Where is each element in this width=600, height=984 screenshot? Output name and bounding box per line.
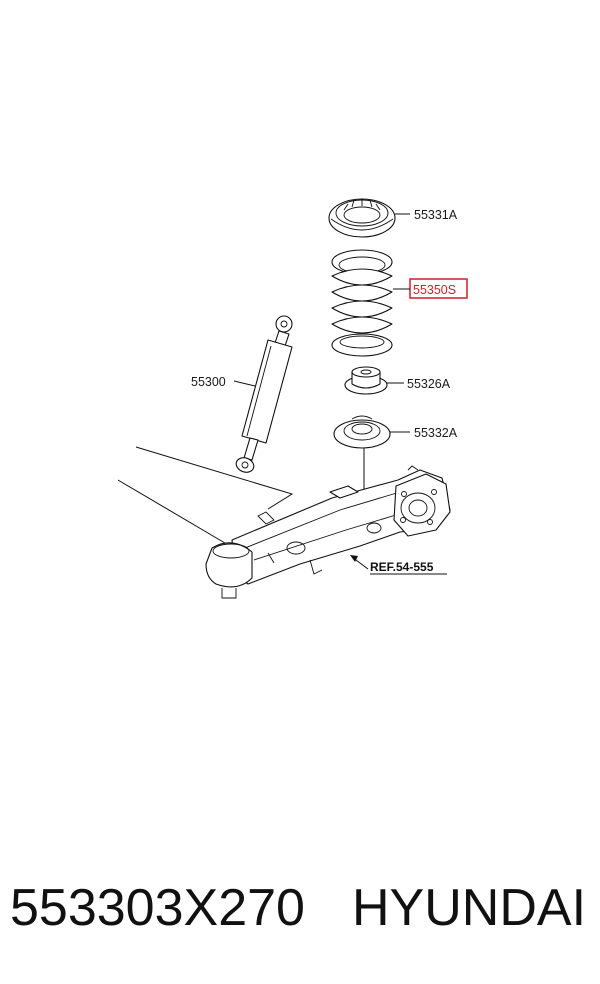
part-number: 553303X270 [10,879,305,937]
callout-55332A: 55332A [414,426,458,440]
bump-stopper [344,366,388,395]
ref-arrowhead [350,555,358,562]
callout-55331A: 55331A [414,208,458,222]
brand-name: HYUNDAI [352,879,587,937]
callout-55350S[interactable]: 55350S [413,283,456,297]
leader-55300 [233,380,256,387]
shock-absorber [235,315,293,473]
product-footer: 553303X270 HYUNDAI [0,872,600,952]
coil-spring [331,249,393,357]
callout-55326A: 55326A [407,377,451,391]
top-spring-seat [328,198,396,238]
torsion-beam-axle [117,446,451,599]
callout-ref-54-555: REF.54-555 [370,560,434,574]
suspension-diagram: 55331A 55350S 55326A 55332A [117,198,468,599]
lower-spring-seat [333,415,391,449]
callout-55300: 55300 [191,375,226,389]
